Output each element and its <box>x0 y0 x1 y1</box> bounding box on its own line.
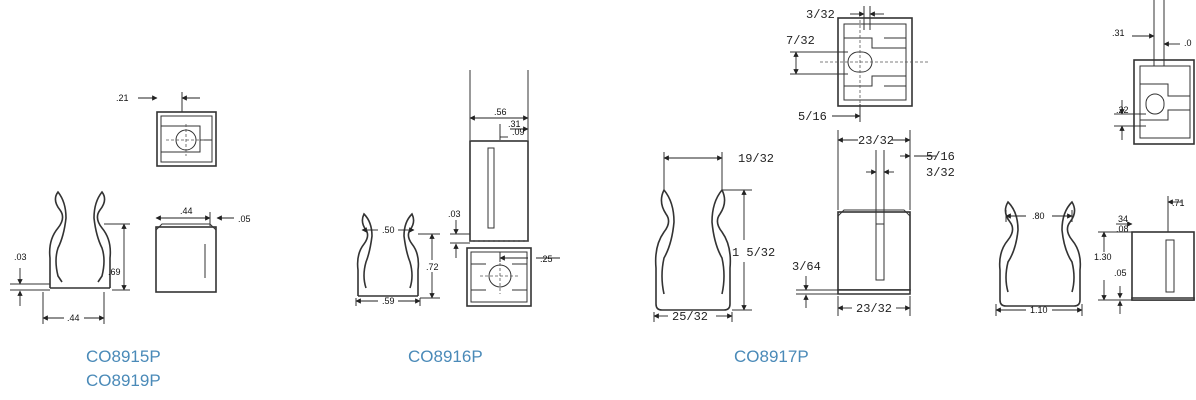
caption-co8915p: CO8915P <box>86 347 161 366</box>
p4-spring-right <box>1061 200 1082 300</box>
dim-label: 23/32 <box>858 134 894 148</box>
dim-label: .31 <box>508 119 521 129</box>
dim-label: 5/16 <box>926 150 955 164</box>
dim-label: .44 <box>67 313 80 323</box>
p4-side-view <box>1131 231 1195 301</box>
p3-side-view <box>837 211 911 291</box>
p2-spring-right <box>403 212 420 296</box>
dim-label: .08 <box>1116 224 1129 234</box>
p1-top-view <box>156 111 217 167</box>
part-4-drawing: .31 .0 .22 .71 34 .08 1.30 .05 <box>995 0 1195 316</box>
dim-label: .22 <box>1116 105 1129 115</box>
dim-label: .44 <box>180 206 193 216</box>
dim-label: .56 <box>494 107 507 117</box>
dim-label: .50 <box>382 225 395 235</box>
caption-co8917p: CO8917P <box>734 347 809 366</box>
dim-label: 5/16 <box>798 110 827 124</box>
dim-label: 19/32 <box>738 152 774 166</box>
p1-side-view <box>155 226 217 293</box>
dim-label: .03 <box>448 209 461 219</box>
p3-spring-right <box>711 188 732 304</box>
dim-label: .31 <box>1112 28 1125 38</box>
dim-label: 3/32 <box>926 166 955 180</box>
part-co8917p-drawing: 3/32 7/32 5/16 23/32 5/16 3/32 <box>653 6 955 324</box>
dim-label: .09 <box>512 127 525 137</box>
dim-label: .72 <box>426 262 439 272</box>
caption-co8919p: CO8919P <box>86 371 161 390</box>
caption-co8916p: CO8916P <box>408 347 483 366</box>
dim-label: .05 <box>238 214 251 224</box>
part-co8915p-drawing: .21 .44 .05 .69 .03 .44 <box>10 92 251 324</box>
p1-spring-left <box>48 190 67 288</box>
dim-label: .05 <box>1114 268 1127 278</box>
p2-side-view <box>469 140 529 242</box>
dim-label: 23/32 <box>856 302 892 316</box>
dim-label: .21 <box>116 93 129 103</box>
dim-label: .59 <box>382 296 395 306</box>
p2-spring-left <box>356 212 373 296</box>
dim-label: .69 <box>108 267 121 277</box>
p1-spring-right <box>93 190 112 288</box>
dim-label: .80 <box>1032 211 1045 221</box>
dim-label: .25 <box>540 254 553 264</box>
part-co8916p-drawing: .56 .31 .09 .03 .25 <box>355 70 560 307</box>
dim-label: 3/64 <box>792 260 821 274</box>
dim-label: .03 <box>14 252 27 262</box>
dim-label: .0 <box>1184 38 1192 48</box>
dim-label: 3/32 <box>806 8 835 22</box>
dim-label: .71 <box>1172 198 1185 208</box>
dim-label: 1 5/32 <box>732 246 775 260</box>
dim-label: 7/32 <box>786 34 815 48</box>
p2-top-view <box>466 247 532 307</box>
dim-label: 1.30 <box>1094 252 1112 262</box>
dim-label: 1.10 <box>1030 305 1048 315</box>
p4-spring-left <box>998 200 1019 300</box>
dim-label: 34 <box>1118 214 1128 224</box>
p3-spring-left <box>654 188 675 304</box>
dim-label: 25/32 <box>672 310 708 324</box>
